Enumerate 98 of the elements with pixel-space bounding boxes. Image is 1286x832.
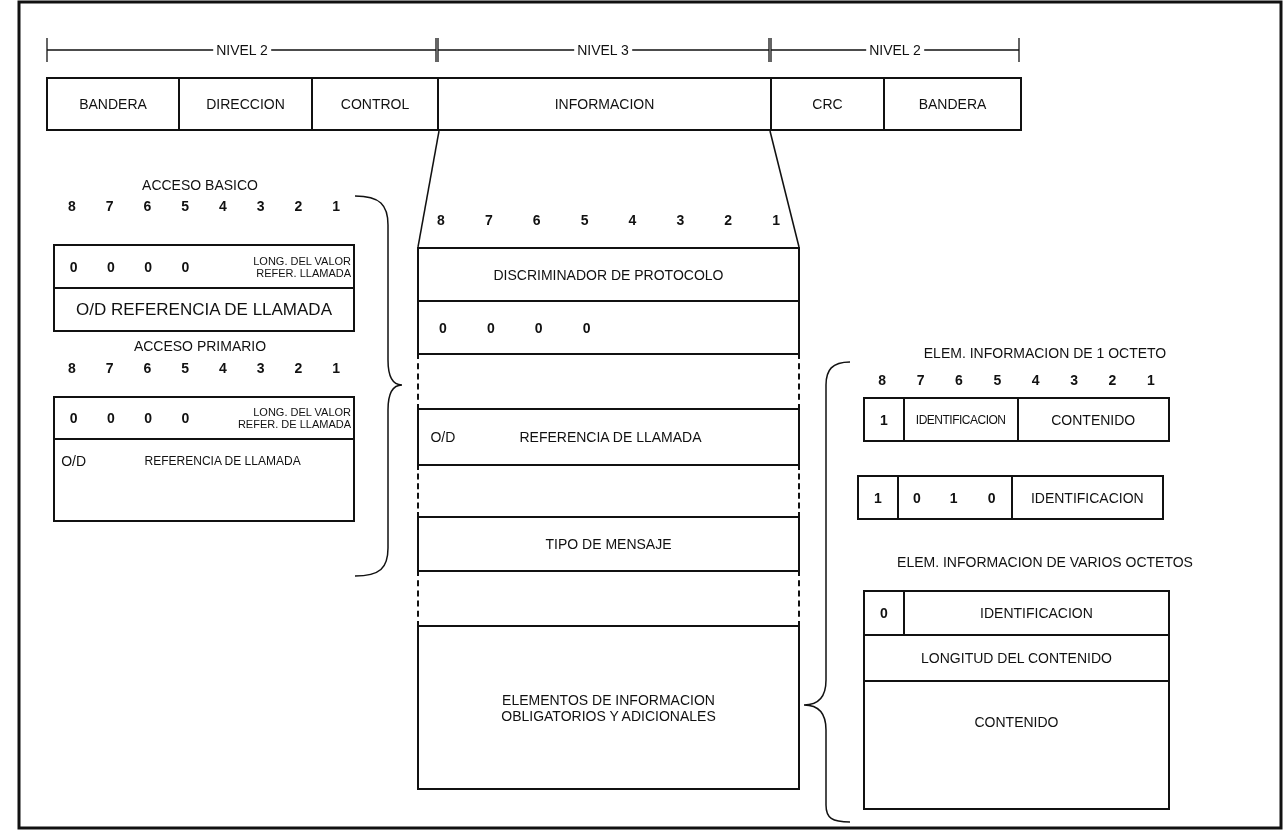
bit-number: 3 — [255, 360, 266, 376]
field-name: TIPO DE MENSAJE — [545, 536, 672, 552]
level-label: NIVEL 3 — [574, 42, 632, 58]
bit-value: 0 — [582, 319, 591, 336]
bit-number: 4 — [627, 212, 638, 228]
frame-field-box — [770, 77, 885, 131]
bit-number: 7 — [104, 198, 115, 214]
bit-value: 0 — [486, 319, 495, 336]
octet-row — [417, 408, 800, 466]
bit-number: 1 — [331, 360, 341, 376]
bit-number: 1 — [1145, 372, 1156, 388]
bit-number: 2 — [1107, 372, 1118, 388]
flag-text: O/D — [61, 453, 87, 469]
bit-number: 6 — [954, 372, 964, 388]
field-name: CONTENIDO — [974, 714, 1059, 730]
field-name: CONTROL — [340, 96, 410, 112]
field-name: BANDERA — [918, 96, 987, 112]
bit-number: 3 — [1069, 372, 1079, 388]
octet-row — [417, 300, 800, 355]
bit-value: 0 — [534, 319, 543, 336]
octet-row — [53, 396, 355, 440]
frame-field-box — [883, 77, 1022, 131]
bit-value: 0 — [144, 410, 152, 426]
field-name: LONGITUD DEL CONTENIDO — [921, 650, 1112, 666]
bit-value: 0 — [106, 410, 115, 426]
octet-row — [863, 397, 1170, 442]
octet-row — [863, 680, 1170, 810]
bit-number: 2 — [723, 212, 734, 228]
bit-number: 7 — [483, 212, 494, 228]
field-name: LONG. DEL VALOR REFER. LLAMADA — [252, 254, 351, 279]
octet-row — [857, 475, 1164, 520]
bit-number: 6 — [142, 360, 153, 376]
bit-number: 8 — [436, 212, 446, 228]
octet-row — [417, 625, 800, 790]
bit-number: 2 — [293, 198, 304, 214]
bit-number: 5 — [992, 372, 1003, 388]
bit-value: 0 — [439, 319, 447, 336]
octet-row — [863, 590, 1170, 636]
octet-row — [53, 287, 355, 332]
bit-value: 0 — [880, 605, 888, 621]
octet-row — [53, 244, 355, 289]
bit-number: 2 — [293, 360, 304, 376]
bit-number: 4 — [218, 198, 228, 214]
field-name: INFORMACION — [554, 96, 655, 112]
field-name: DISCRIMINADOR DE PROTOCOLO — [493, 266, 724, 283]
field-name: BANDERA — [79, 96, 147, 112]
octet-row — [863, 634, 1170, 682]
bit-value: 1 — [949, 489, 958, 506]
flag-text: O/D — [430, 429, 456, 445]
level-label: NIVEL 2 — [213, 42, 271, 58]
bit-value: 0 — [912, 489, 921, 506]
field-name: IDENTIFICACION — [915, 412, 1006, 427]
bit-number: 7 — [915, 372, 926, 388]
frame-field-box — [437, 77, 772, 131]
bit-value: 0 — [181, 410, 190, 426]
level-label: NIVEL 2 — [866, 42, 924, 58]
bit-number: 8 — [67, 360, 77, 376]
field-name: REFERENCIA DE LLAMADA — [519, 429, 702, 445]
field-name: DIRECCION — [206, 96, 285, 112]
field-name: CRC — [812, 96, 843, 112]
bit-value: 0 — [69, 258, 78, 275]
field-name: IDENTIFICACION — [980, 605, 1093, 621]
bit-number: 1 — [771, 212, 781, 228]
bit-number: 3 — [255, 198, 266, 214]
bit-number: 7 — [104, 360, 115, 376]
frame-field-box — [311, 77, 439, 131]
field-name: IDENTIFICACION — [1030, 489, 1144, 506]
field-name: REFERENCIA DE LLAMADA — [144, 454, 301, 468]
bit-number: 4 — [1030, 372, 1041, 388]
bit-number: 5 — [180, 360, 190, 376]
section-heading: ACCESO BASICO — [139, 177, 261, 193]
bit-value: 1 — [880, 411, 888, 428]
bit-value: 0 — [987, 489, 996, 506]
frame-field-box — [178, 77, 313, 131]
octet-row — [417, 516, 800, 572]
field-name: LONG. DEL VALOR REFER. DE LLAMADA — [236, 406, 351, 430]
bit-number: 6 — [531, 212, 542, 228]
expansion-line — [769, 130, 800, 248]
bit-number: 4 — [218, 360, 228, 376]
bit-number: 5 — [579, 212, 590, 228]
field-name: CONTENIDO — [1051, 411, 1136, 428]
field-name: ELEMENTOS DE INFORMACION OBLIGATORIOS Y ADICIONALES — [500, 691, 717, 724]
expansion-line — [417, 130, 440, 248]
bit-number: 1 — [331, 198, 341, 214]
bit-value: 0 — [144, 258, 152, 275]
bit-number: 8 — [67, 198, 77, 214]
octet-row — [53, 438, 355, 522]
bit-number: 8 — [877, 372, 888, 388]
bit-value: 0 — [69, 410, 78, 426]
bit-value: 1 — [874, 489, 882, 506]
bit-number: 5 — [180, 198, 190, 214]
bit-value: 0 — [181, 258, 190, 275]
octet-row — [417, 247, 800, 302]
bit-number: 3 — [675, 212, 686, 228]
frame-field-box — [46, 77, 180, 131]
bit-number: 6 — [142, 198, 153, 214]
bit-value: 0 — [106, 258, 115, 275]
field-name: O/D REFERENCIA DE LLAMADA — [76, 299, 332, 320]
